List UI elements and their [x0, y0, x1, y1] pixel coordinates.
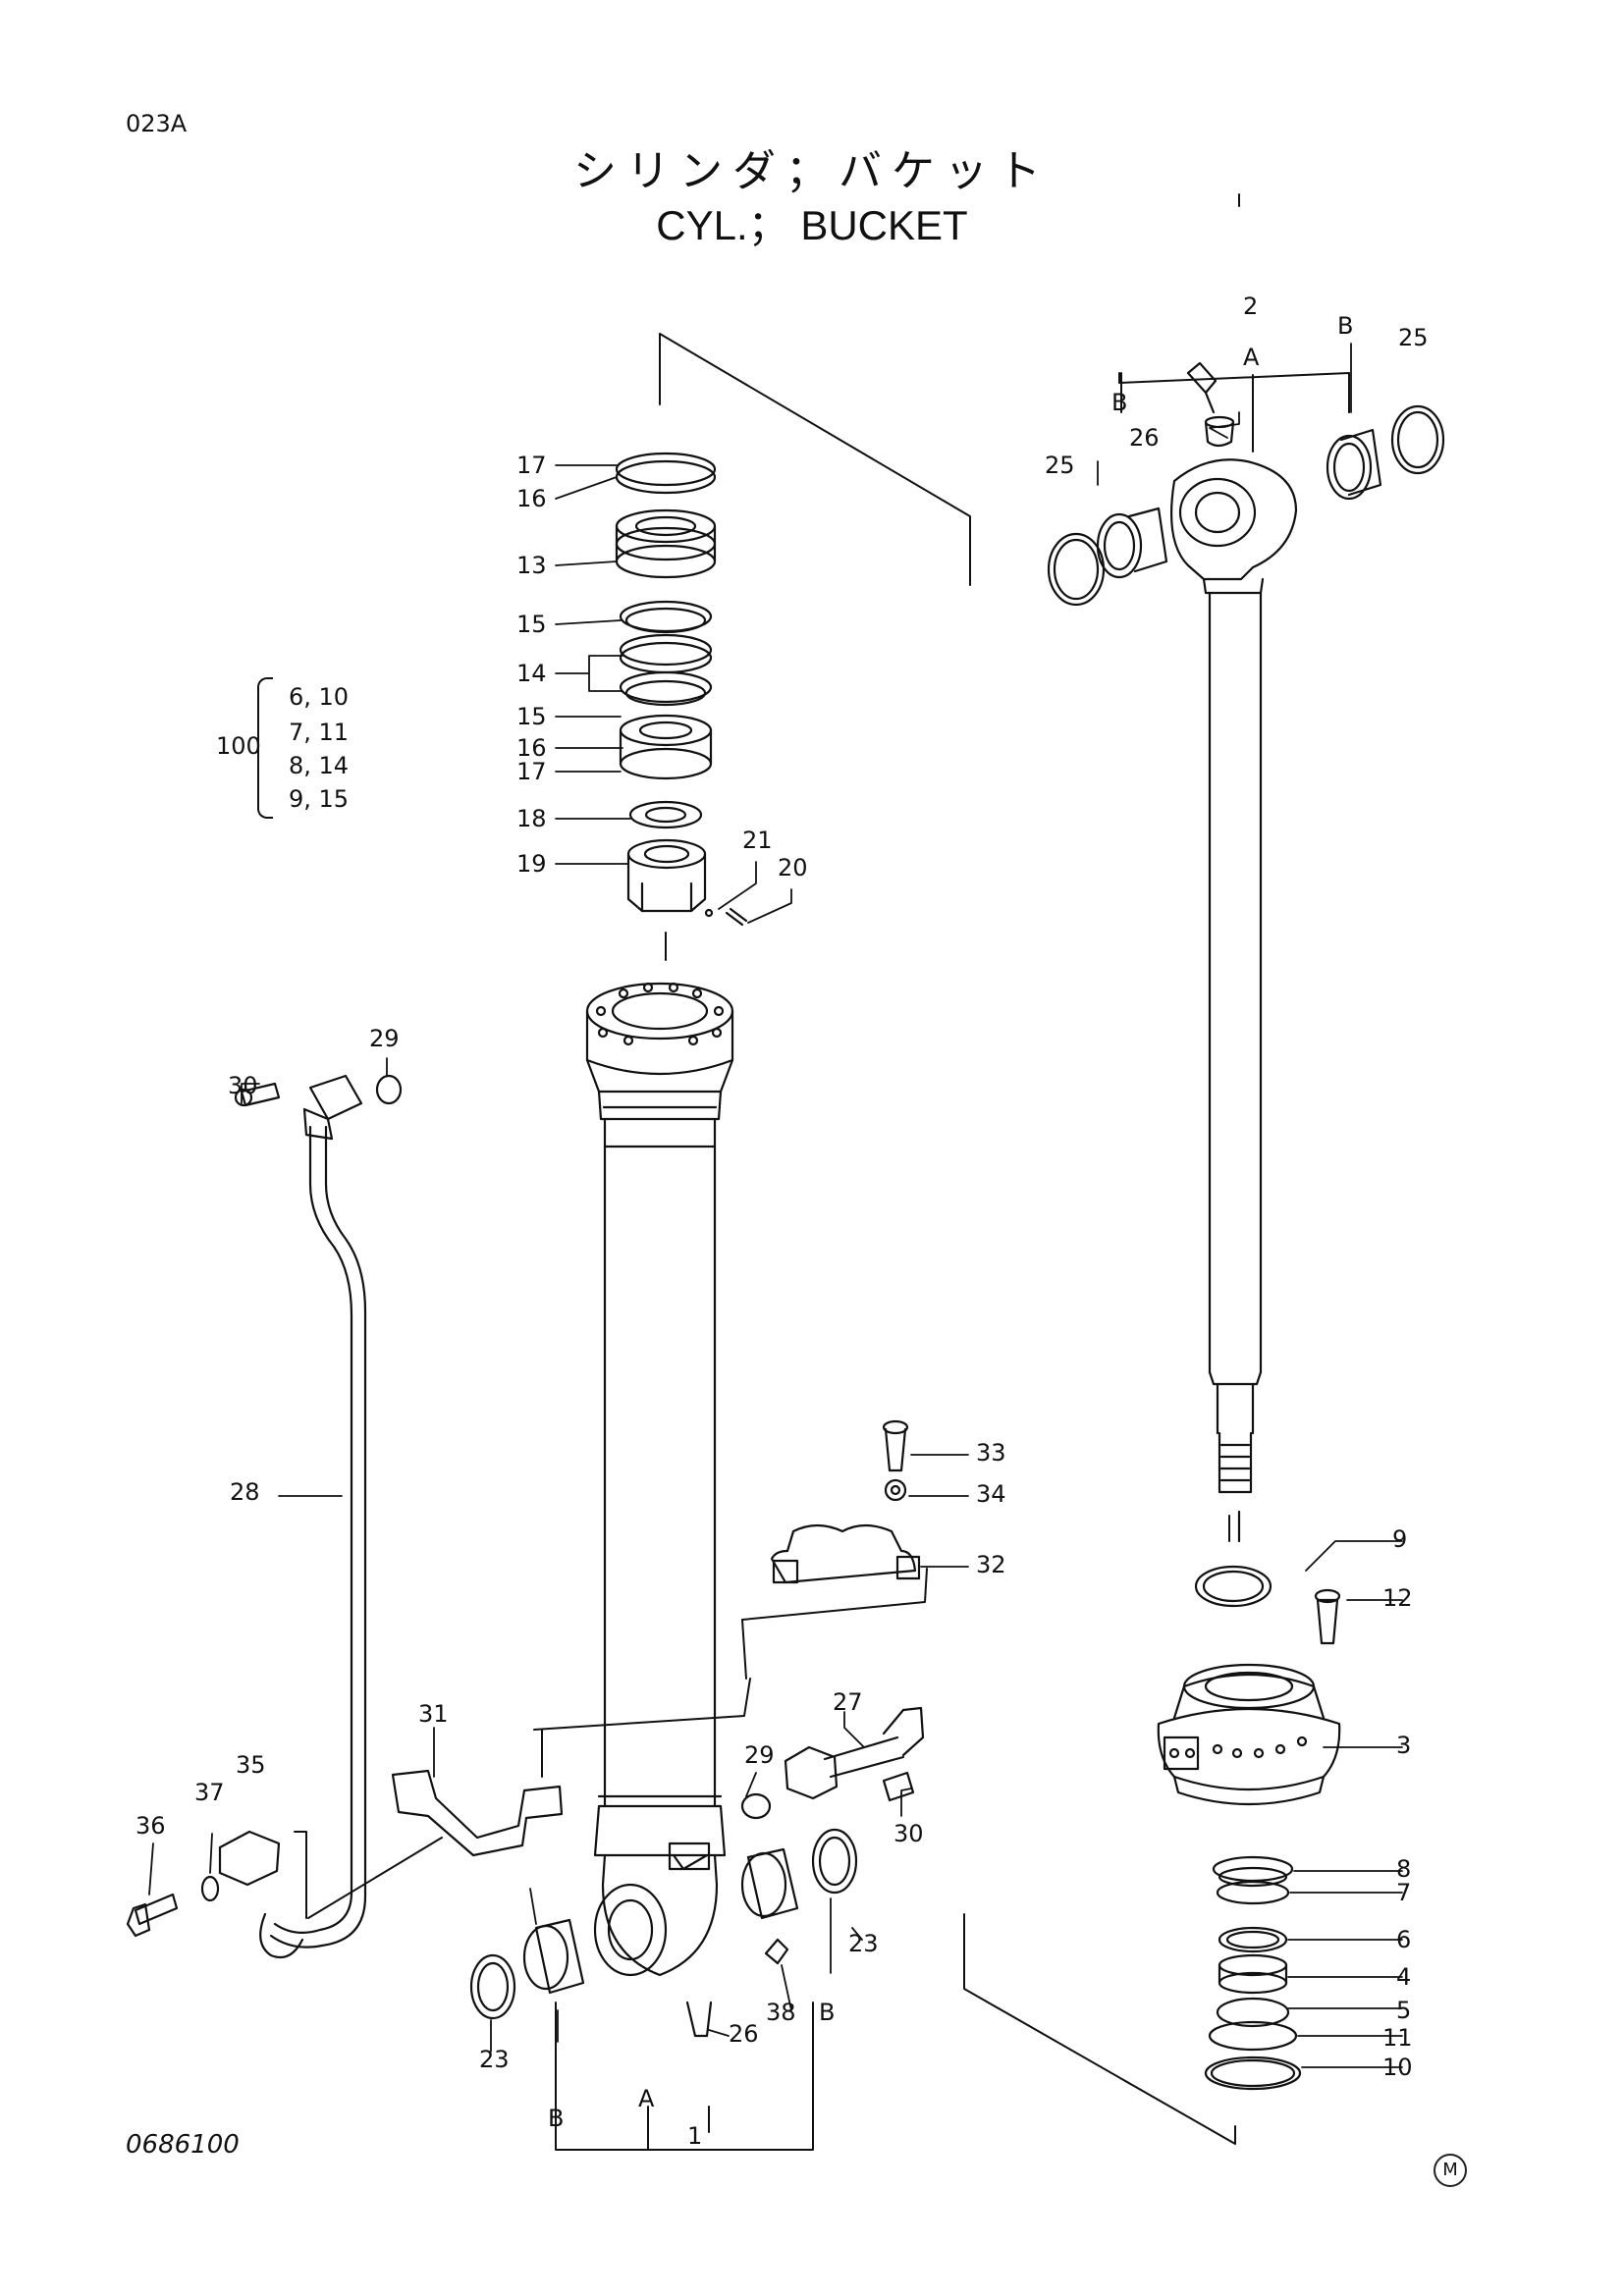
- callout-27: 27: [833, 1688, 863, 1716]
- callout-10: 10: [1382, 2054, 1413, 2081]
- callout-23-left: 23: [479, 2046, 510, 2073]
- callout-23-right: 23: [848, 1930, 879, 1957]
- seal-kit-row: 8, 14: [289, 752, 350, 779]
- callout-38: 38: [766, 1999, 796, 2026]
- callout-30-bottom: 30: [893, 1820, 924, 1847]
- title-english: CYL.； BUCKET: [656, 202, 968, 248]
- callout-25-left: 25: [1045, 452, 1075, 479]
- callout-15b: 15: [516, 703, 547, 730]
- callout-B-bottom-right: B: [819, 1999, 836, 2026]
- callout-17a: 17: [516, 452, 547, 479]
- right-seal-stack: [1194, 1565, 1341, 2091]
- callout-18: 18: [516, 805, 547, 832]
- callout-29-bottom: 29: [744, 1741, 775, 1769]
- callout-19: 19: [516, 850, 547, 878]
- callout-26-top: 26: [1129, 424, 1160, 452]
- seal-kit-label: 100: [216, 732, 261, 760]
- tube-end-bushings: [469, 1828, 858, 2038]
- callout-20: 20: [778, 854, 808, 881]
- mount-block: [126, 1830, 281, 1938]
- seal-kit-row: 7, 11: [289, 719, 350, 746]
- hydraulic-pipe: [234, 1074, 403, 1959]
- callout-37: 37: [194, 1779, 225, 1806]
- callout-28: 28: [230, 1478, 260, 1506]
- manufacturer-mark: M: [1434, 2154, 1467, 2187]
- piston-rod: [1169, 415, 1298, 1543]
- callout-9: 9: [1392, 1525, 1408, 1553]
- callout-21: 21: [742, 827, 773, 854]
- callout-6: 6: [1396, 1926, 1412, 1953]
- pipe-clamps: [391, 1419, 925, 1871]
- callout-13: 13: [516, 552, 547, 579]
- callout-34: 34: [976, 1480, 1006, 1508]
- callout-36: 36: [135, 1812, 166, 1840]
- seal-kit-row: 9, 15: [289, 785, 350, 813]
- callout-A-top: A: [1243, 344, 1260, 371]
- callout-15a: 15: [516, 611, 547, 638]
- callout-35: 35: [236, 1751, 266, 1779]
- callout-29-top: 29: [369, 1025, 400, 1052]
- callout-5: 5: [1396, 1997, 1412, 2024]
- callout-33: 33: [976, 1439, 1006, 1467]
- gland-head: [1157, 1663, 1341, 1806]
- callout-3: 3: [1396, 1732, 1412, 1759]
- callout-12: 12: [1382, 1584, 1413, 1612]
- cylinder-tube: [585, 982, 734, 1977]
- callout-A-bottom: A: [638, 2085, 655, 2112]
- callout-B-bottom-left: B: [548, 2105, 565, 2132]
- head-seal-stack: [615, 452, 748, 927]
- title-japanese: シリンダ；バケット: [573, 146, 1051, 196]
- callout-16b: 16: [516, 734, 547, 762]
- callout-14: 14: [516, 660, 547, 687]
- rod-end-bushings: [1047, 361, 1445, 607]
- callout-16a: 16: [516, 485, 547, 512]
- callout-17b: 17: [516, 758, 547, 785]
- callout-30-top: 30: [228, 1072, 258, 1099]
- callout-7: 7: [1396, 1879, 1412, 1906]
- callout-B-top-left: B: [1111, 389, 1128, 416]
- reference-lines: [294, 193, 1350, 2151]
- callout-31: 31: [418, 1700, 449, 1728]
- callout-26-bottom: 26: [729, 2020, 759, 2048]
- callout-25-right: 25: [1398, 324, 1429, 351]
- page-code: 023A: [126, 110, 188, 137]
- callout-2: 2: [1243, 293, 1259, 320]
- callout-11: 11: [1382, 2024, 1413, 2052]
- callout-4: 4: [1396, 1963, 1412, 1991]
- leader-lines: [148, 343, 1403, 2068]
- callout-1: 1: [687, 2122, 703, 2150]
- seal-kit-row: 6, 10: [289, 683, 350, 711]
- callout-32: 32: [976, 1551, 1006, 1578]
- seal-kit-brace: [257, 677, 273, 819]
- drawing-number: 0686100: [126, 2130, 240, 2160]
- callout-B-top-right: B: [1337, 312, 1354, 340]
- callout-8: 8: [1396, 1855, 1412, 1883]
